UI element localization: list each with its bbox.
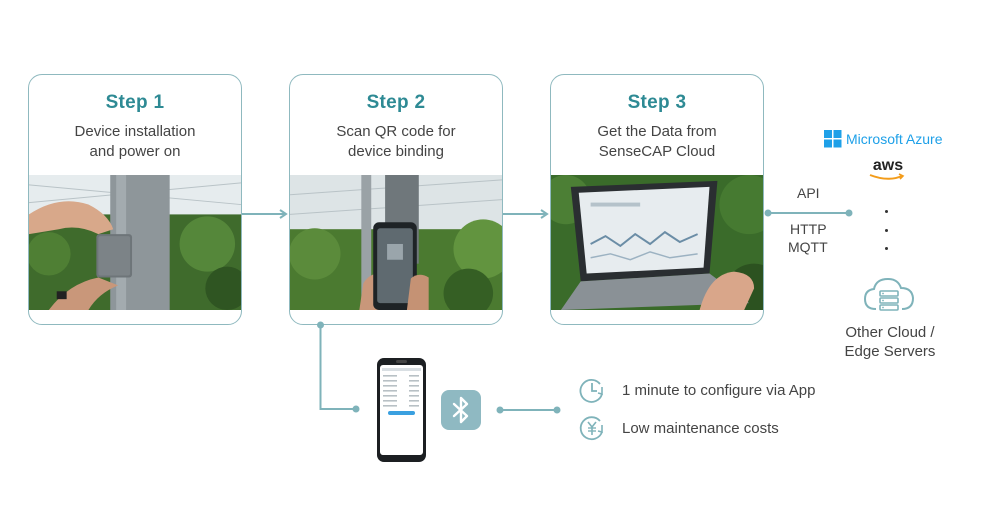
bluetooth-badge bbox=[441, 390, 481, 430]
step-3-description: Get the Data from SenseCAP Cloud bbox=[562, 122, 752, 162]
step-2-card: Step 2 Scan QR code for device binding bbox=[289, 74, 503, 325]
aws-logo: aws bbox=[866, 157, 910, 181]
step-2-desc-line2: device binding bbox=[348, 143, 444, 160]
step-3-title: Step 3 bbox=[627, 92, 687, 113]
other-cloud-label: Other Cloud / Edge Servers bbox=[820, 323, 960, 361]
step-2-desc-line1: Scan QR code for bbox=[336, 123, 456, 140]
feature-low-cost-text: Low maintenance costs bbox=[622, 419, 779, 437]
step1-to-step2-arrow bbox=[242, 209, 288, 219]
step-3-photo bbox=[551, 175, 763, 310]
clock-icon bbox=[579, 379, 603, 403]
step-3-desc-line2: SenseCAP Cloud bbox=[598, 143, 716, 160]
aws-label: aws bbox=[872, 157, 904, 174]
other-cloud-line1: Other Cloud / bbox=[845, 324, 935, 341]
aws-smile-icon bbox=[869, 173, 905, 180]
api-label: API bbox=[797, 185, 820, 201]
step-1-desc-line2: and power on bbox=[89, 143, 181, 160]
feature-low-cost: Low maintenance costs bbox=[578, 414, 779, 442]
feature-quick-config-text: 1 minute to configure via App bbox=[622, 381, 816, 399]
bluetooth-to-features-line bbox=[496, 406, 561, 414]
step-2-photo bbox=[290, 175, 502, 310]
bluetooth-icon bbox=[452, 396, 469, 424]
step-1-description: Device installation and power on bbox=[40, 122, 230, 162]
step-1-desc-line1: Device installation bbox=[74, 123, 196, 140]
step2-to-step3-arrow bbox=[503, 209, 549, 219]
cloud-server-icon bbox=[863, 277, 915, 311]
ellipsis-dot bbox=[885, 247, 888, 250]
mqtt-label: MQTT bbox=[788, 239, 828, 255]
step2-to-app-line bbox=[317, 321, 360, 413]
step-1-card: Step 1 Device installation and power on bbox=[28, 74, 242, 325]
other-cloud-line2: Edge Servers bbox=[844, 343, 936, 360]
step3-to-cloud-line bbox=[764, 209, 853, 217]
microsoft-azure-logo: Microsoft Azure bbox=[824, 130, 942, 148]
smartphone-app-icon bbox=[377, 358, 426, 462]
http-label: HTTP bbox=[790, 221, 827, 237]
step-1-photo bbox=[29, 175, 241, 310]
step-2-title: Step 2 bbox=[366, 92, 426, 113]
step-3-desc-line1: Get the Data from bbox=[597, 123, 717, 140]
windows-icon bbox=[824, 130, 842, 148]
yen-cost-icon bbox=[579, 416, 603, 441]
step-2-description: Scan QR code for device binding bbox=[301, 122, 491, 162]
ellipsis-dot bbox=[885, 229, 888, 232]
azure-label: Microsoft Azure bbox=[846, 131, 943, 147]
step-3-card: Step 3 Get the Data from SenseCAP Cloud bbox=[550, 74, 764, 325]
ellipsis-dot bbox=[885, 210, 888, 213]
step-1-title: Step 1 bbox=[105, 92, 165, 113]
feature-quick-config: 1 minute to configure via App bbox=[578, 376, 815, 404]
